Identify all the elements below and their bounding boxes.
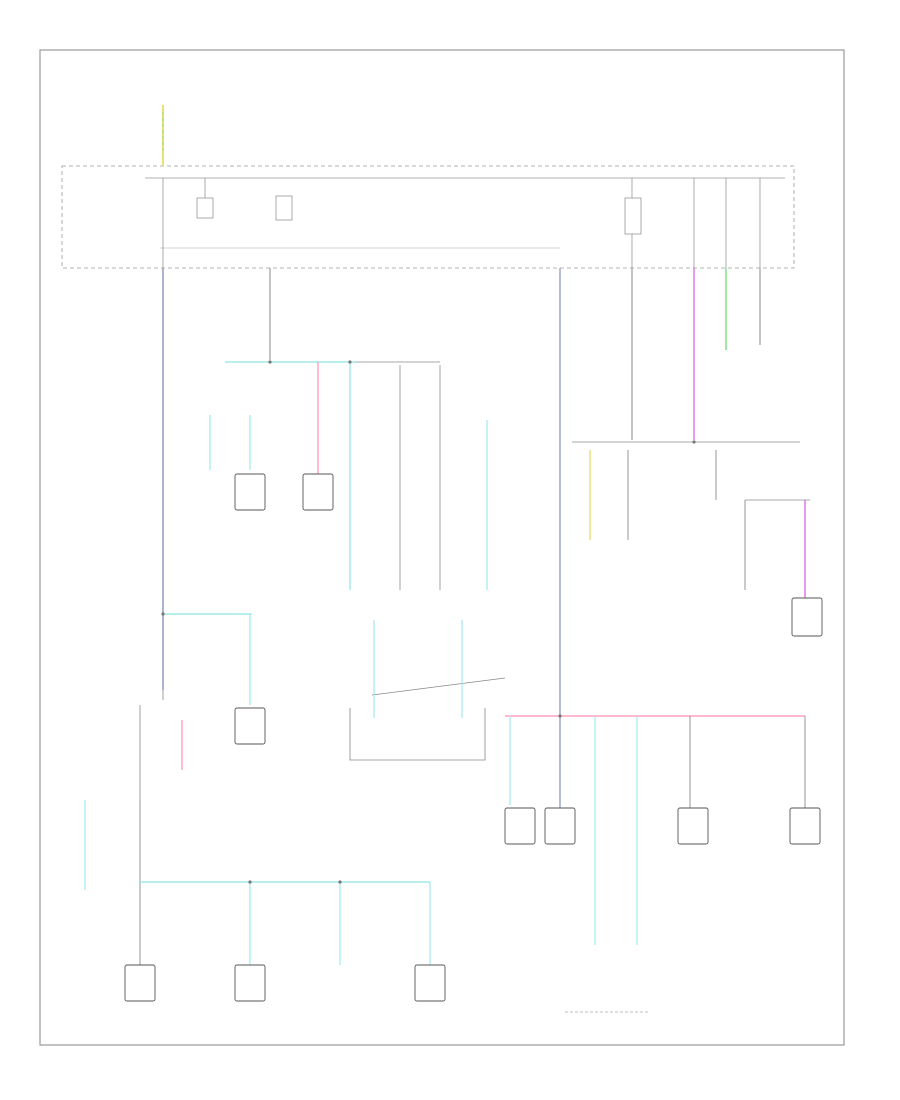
modules-upper [234,473,334,511]
module-left-upper [234,707,266,745]
diagram-frame [39,49,845,1046]
junction-box-components [162,178,761,268]
splice-points [161,360,696,884]
modules-lower [124,964,446,1002]
central-junction-box [61,165,795,269]
relay-block-outline [349,708,486,761]
module-right-upper [791,597,823,637]
relay-block-diagonal [371,677,506,696]
modules-lower-right [504,807,821,845]
